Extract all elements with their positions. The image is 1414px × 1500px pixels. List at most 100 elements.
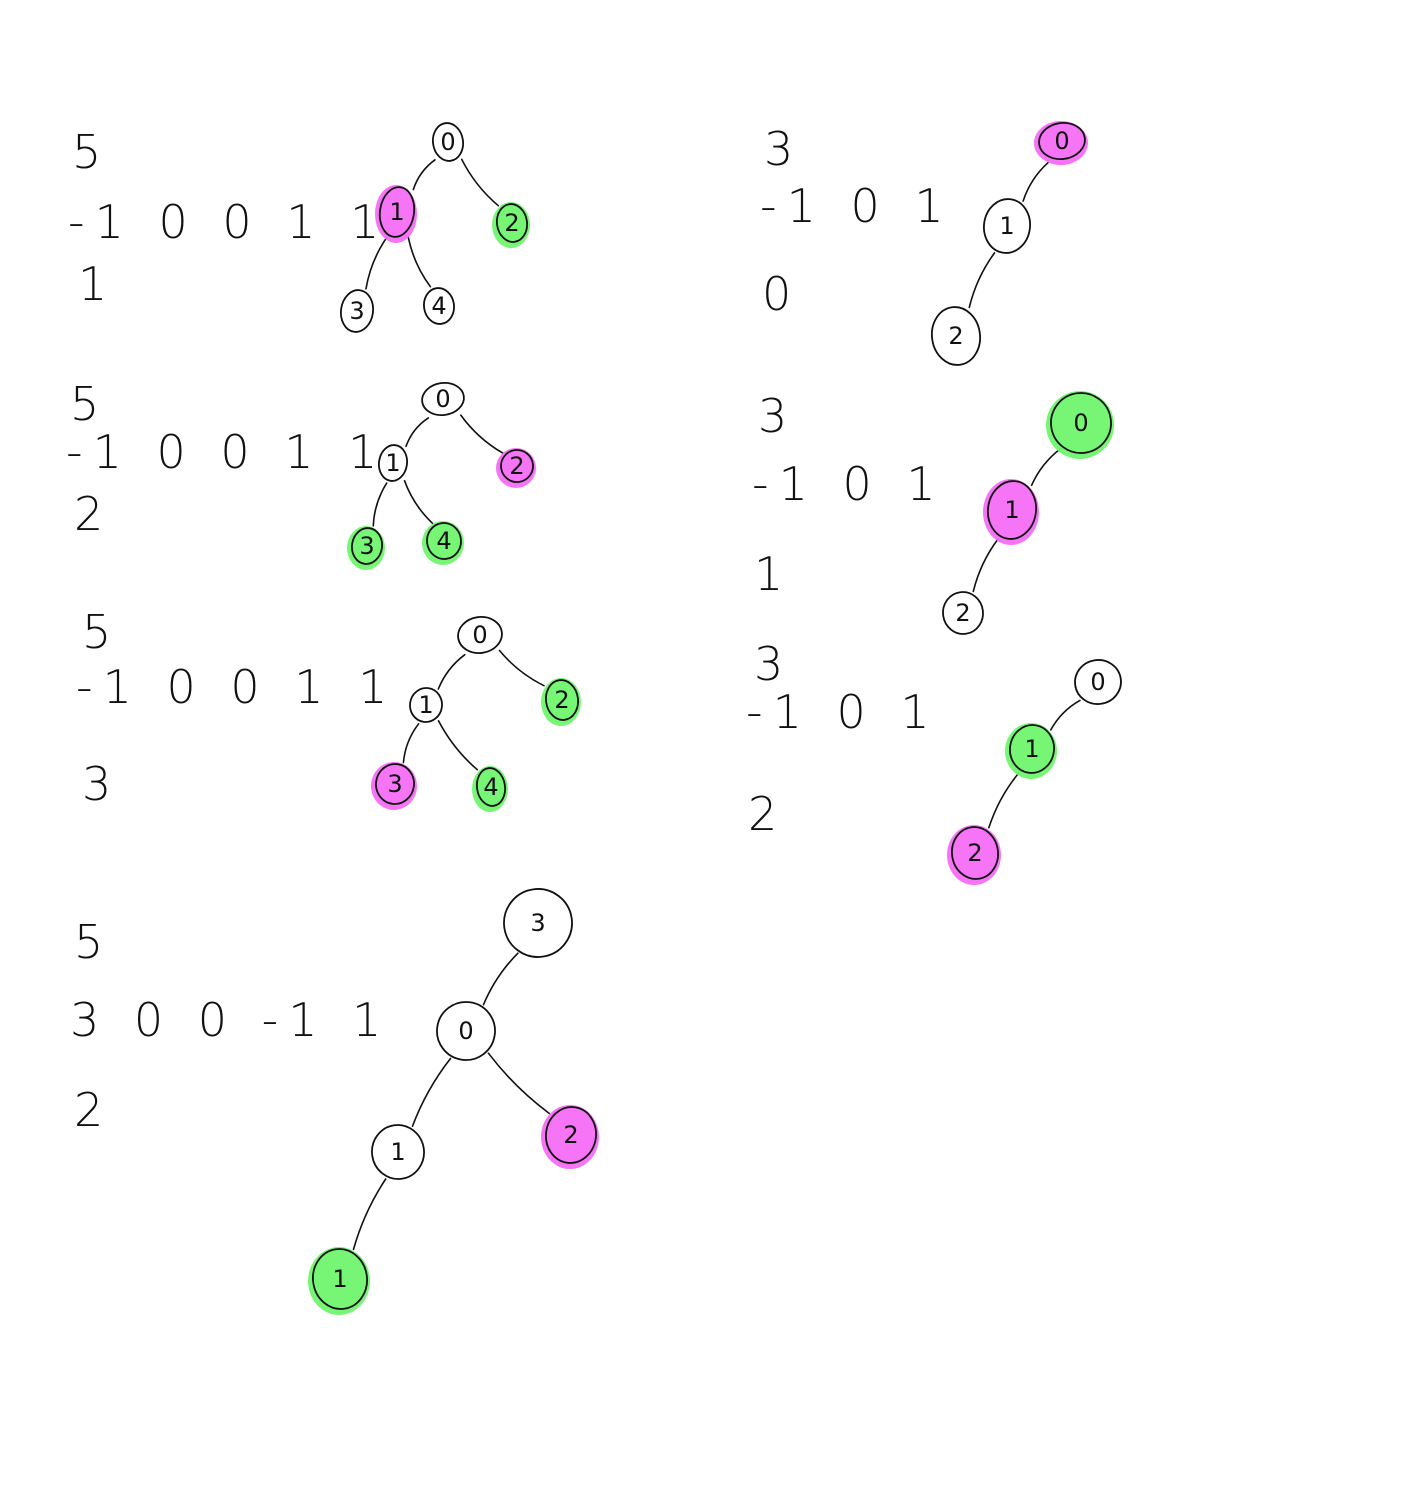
node-count-line: 5 — [82, 605, 111, 659]
pink-highlight — [541, 1105, 599, 1169]
tree-edge — [498, 649, 545, 687]
node-label: 1 — [389, 198, 404, 226]
parent-array-line: 3 0 0 -1 1 — [70, 993, 391, 1047]
query-line: 3 — [82, 757, 111, 811]
tree-edge — [437, 653, 466, 690]
node-circle — [436, 1001, 496, 1061]
query-line: 1 — [754, 547, 783, 601]
node-count-line: 3 — [758, 389, 787, 443]
node-circle — [475, 767, 507, 807]
tree-edges — [988, 699, 1081, 829]
tree-edges — [352, 952, 551, 1251]
tree-node: 3 — [339, 289, 375, 333]
node-circle — [1074, 659, 1122, 705]
node-circle — [545, 1106, 597, 1164]
parent-array-line: -1 0 1 — [752, 457, 946, 511]
tree-edge — [482, 952, 519, 1006]
tree-edge — [405, 417, 430, 448]
tree-node: 4 — [422, 521, 464, 565]
tree-node: 1 — [308, 1247, 370, 1315]
node-count-line: 3 — [764, 122, 793, 176]
tree-edge — [352, 1178, 387, 1251]
tree-node: 1 — [983, 479, 1039, 545]
example-input: 5-1 0 0 1 1 3 — [76, 605, 397, 811]
tree-edge — [968, 252, 996, 309]
example-input: 3-1 0 10 — [760, 122, 944, 321]
node-circle — [371, 1124, 425, 1180]
tree-node: 0 — [1046, 391, 1114, 459]
tree-node: 0 — [436, 1001, 496, 1061]
node-circle — [983, 198, 1031, 254]
node-label: 0 — [472, 621, 487, 649]
node-circle — [378, 444, 408, 482]
node-circle — [1038, 121, 1086, 161]
node-circle — [339, 289, 375, 333]
tree-node: 1 — [409, 687, 443, 723]
node-label: 2 — [563, 1121, 578, 1149]
parent-array-line: -1 0 1 — [746, 685, 940, 739]
node-label: 0 — [1073, 409, 1088, 437]
tree-edge — [1022, 161, 1049, 202]
tree-node: 0 — [457, 616, 503, 654]
node-circle — [942, 591, 984, 635]
tree-node: 2 — [947, 825, 1001, 885]
example-input: 53 0 0 -1 12 — [70, 915, 391, 1137]
tree-node: 2 — [541, 1105, 599, 1169]
tree-edge — [365, 236, 388, 290]
parent-array-line: -1 0 0 1 1 — [68, 195, 389, 249]
node-label: 0 — [458, 1017, 473, 1045]
node-label: 3 — [359, 532, 374, 560]
tree-edge — [437, 720, 479, 771]
tree-node: 1 — [1005, 723, 1057, 779]
tree-node: 0 — [432, 122, 464, 162]
node-label: 2 — [554, 686, 569, 714]
query-line: 2 — [74, 1083, 103, 1137]
green-highlight — [1046, 391, 1114, 459]
query-line: 1 — [78, 257, 107, 311]
tree-edge — [407, 236, 432, 288]
tree-edge — [972, 537, 1000, 593]
node-label: 2 — [504, 209, 519, 237]
tree-edge — [372, 482, 388, 527]
node-circle — [545, 679, 579, 721]
tree-edge — [411, 1057, 452, 1127]
parent-array-line: -1 0 0 1 1 — [66, 425, 387, 479]
node-label: 0 — [440, 128, 455, 156]
tree-node: 2 — [541, 678, 581, 726]
parent-array-line: -1 0 0 1 1 — [76, 660, 397, 714]
node-circle — [951, 826, 999, 880]
node-label: 4 — [483, 773, 498, 801]
tree-edges — [365, 158, 500, 290]
tree-node: 4 — [423, 287, 455, 325]
tree-node: 0 — [1034, 121, 1088, 165]
example-3: 5-1 0 0 1 1 3 0 1 2 3 4 — [76, 605, 581, 812]
pink-highlight — [1034, 121, 1088, 165]
tree-edges — [402, 649, 545, 771]
tree-node: 2 — [930, 306, 982, 366]
node-label: 1 — [385, 449, 400, 477]
pink-highlight — [983, 479, 1039, 545]
node-circle — [426, 522, 462, 560]
pink-highlight — [947, 825, 1001, 885]
tree-diagram: 012 — [947, 659, 1122, 885]
node-label: 0 — [1054, 127, 1069, 155]
node-circle — [351, 527, 383, 565]
node-label: 1 — [418, 691, 433, 719]
tree-edges — [972, 447, 1062, 593]
node-circle — [409, 687, 443, 723]
node-label: 1 — [1024, 735, 1039, 763]
green-highlight — [308, 1247, 370, 1315]
tree-edge — [487, 1052, 551, 1115]
node-count-line: 3 — [754, 637, 783, 691]
node-circle — [500, 449, 534, 483]
tree-edge — [403, 479, 434, 525]
tree-node: 3 — [347, 526, 385, 570]
tree-edge — [412, 159, 436, 191]
tree-edges — [968, 161, 1049, 309]
